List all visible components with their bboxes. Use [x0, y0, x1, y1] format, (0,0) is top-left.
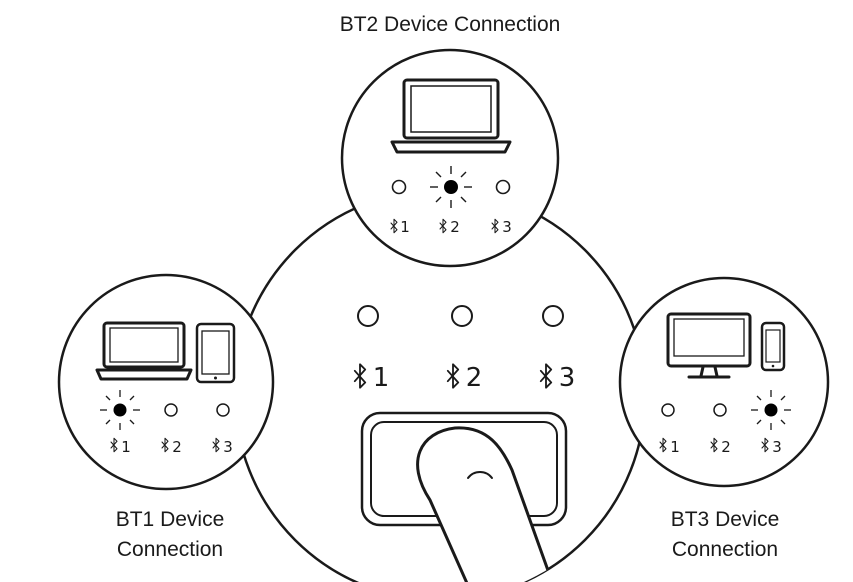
led-3 — [495, 179, 511, 195]
svg-text:3: 3 — [502, 218, 512, 236]
finger-icon — [416, 426, 557, 582]
led-indicator-3 — [542, 305, 564, 327]
laptop-icon — [95, 321, 193, 381]
led-2 — [164, 403, 178, 417]
svg-text:1: 1 — [121, 438, 131, 456]
svg-text:2: 2 — [450, 218, 460, 236]
channel-label-2: 2 — [161, 437, 182, 456]
bt3-caption: BT3 Device Connection — [625, 505, 825, 565]
phone-icon — [760, 321, 786, 372]
channel-label-1: 1 — [110, 437, 131, 456]
bt3-device-panel: 1 2 3 — [618, 276, 830, 488]
caption-line: Connection — [671, 538, 779, 561]
channel-label-1: 1 — [390, 218, 410, 236]
channel-label-2: 2 — [710, 437, 731, 456]
svg-text:3: 3 — [772, 438, 782, 456]
main-channel-label-2: 2 — [446, 363, 483, 393]
svg-text:2: 2 — [172, 438, 182, 456]
led-indicator-2 — [451, 305, 473, 327]
tablet-icon — [195, 322, 236, 384]
channel-number: 3 — [559, 363, 576, 393]
bt1-caption: BT1 Device Connection — [70, 505, 270, 565]
main-channel-label-3: 3 — [539, 363, 576, 393]
svg-text:3: 3 — [223, 438, 233, 456]
caption-line: Connection — [116, 538, 224, 561]
channel-label-2: 2 — [439, 218, 460, 236]
led-3 — [216, 403, 230, 417]
svg-text:1: 1 — [400, 218, 410, 236]
led-2 — [713, 403, 727, 417]
channel-label-3: 3 — [491, 218, 512, 236]
main-channel-label-1: 1 — [353, 363, 390, 393]
led-1-active — [100, 390, 140, 430]
led-3-active — [751, 390, 791, 430]
channel-label-1: 1 — [659, 437, 680, 456]
caption-line: BT1 Device — [115, 508, 225, 531]
channel-label-3: 3 — [212, 437, 233, 456]
led-1 — [661, 403, 675, 417]
laptop-icon — [390, 78, 512, 154]
bt2-caption: BT2 Device Connection — [280, 10, 620, 40]
svg-text:2: 2 — [721, 438, 731, 456]
channel-label-3: 3 — [761, 437, 782, 456]
svg-text:1: 1 — [670, 438, 680, 456]
caption-line: BT3 Device — [670, 508, 780, 531]
led-indicator-1 — [357, 305, 379, 327]
fingernail — [467, 471, 493, 479]
bt1-device-panel: 1 2 3 — [57, 273, 275, 491]
bt2-device-panel: 1 2 3 — [340, 48, 560, 268]
led-1 — [391, 179, 407, 195]
monitor-icon — [666, 312, 752, 379]
channel-number: 2 — [466, 363, 483, 393]
channel-number: 1 — [373, 363, 390, 393]
caption-line: BT2 Device Connection — [339, 13, 561, 36]
led-2-active — [430, 166, 472, 208]
